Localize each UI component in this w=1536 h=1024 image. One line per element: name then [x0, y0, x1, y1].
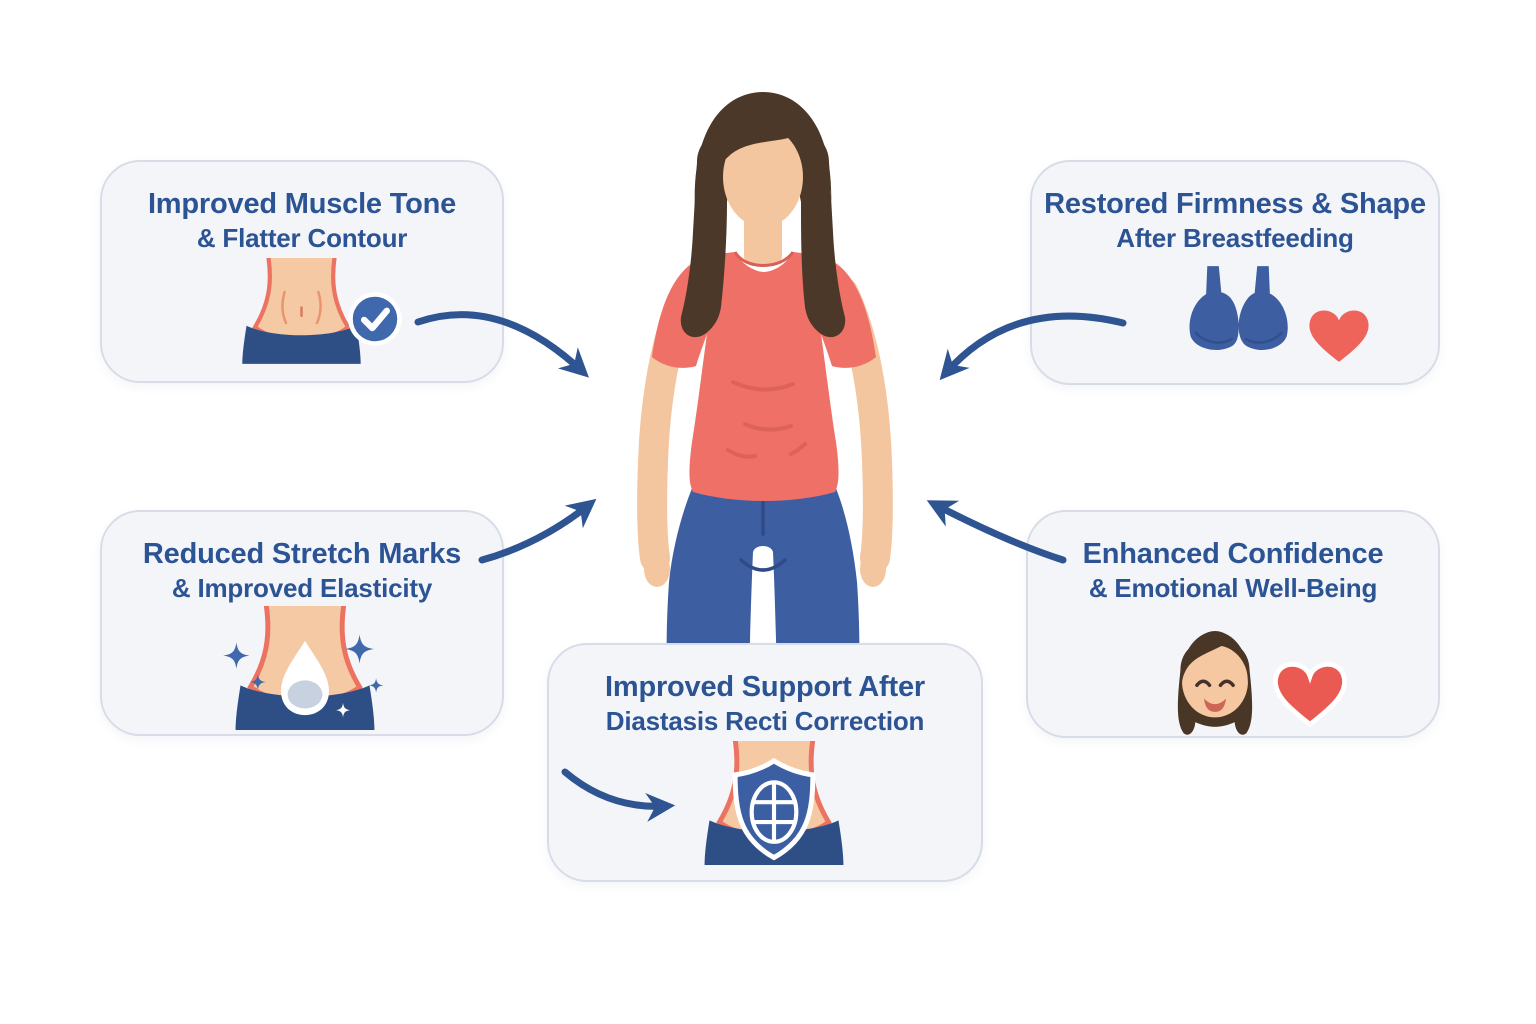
card-title-line2: After Breastfeeding	[1116, 223, 1354, 254]
card-title: Reduced Stretch Marks & Improved Elastic…	[102, 536, 502, 606]
heart-icon	[1306, 304, 1372, 371]
card-title-line1: Improved Support After	[605, 671, 925, 703]
card-title-line2: & Improved Elasticity	[171, 573, 433, 604]
card-title-line1: Restored Firmness & Shape	[1044, 188, 1426, 220]
abdomen-icon	[224, 250, 379, 369]
smiling-woman-icon	[1160, 612, 1270, 743]
bra-icon	[1174, 262, 1302, 370]
card-title-line1: Enhanced Confidence	[1082, 538, 1384, 570]
card-reduced-stretch-marks: Reduced Stretch Marks & Improved Elastic…	[100, 510, 504, 736]
card-title: Improved Muscle Tone & Flatter Contour	[102, 186, 502, 256]
card-title-line2: & Flatter Contour	[196, 223, 408, 254]
card-improved-support: Improved Support After Diastasis Recti C…	[547, 643, 983, 882]
card-title: Improved Support After Diastasis Recti C…	[549, 669, 981, 739]
card-title-line1: Reduced Stretch Marks	[142, 538, 462, 570]
card-title-line1: Improved Muscle Tone	[147, 188, 457, 220]
card-improved-muscle-tone: Improved Muscle Tone & Flatter Contour	[100, 160, 504, 383]
card-restored-firmness: Restored Firmness & Shape After Breastfe…	[1030, 160, 1440, 385]
heart-icon	[1266, 652, 1354, 739]
abdomen-shield-icon	[683, 731, 865, 870]
abdomen-droplet-sparkles-icon	[214, 596, 396, 735]
card-title: Restored Firmness & Shape After Breastfe…	[1032, 186, 1438, 256]
card-title-line2: Diastasis Recti Correction	[605, 706, 925, 737]
checkmark-icon	[346, 290, 404, 353]
card-title-line2: & Emotional Well-Being	[1088, 573, 1378, 604]
card-title: Enhanced Confidence & Emotional Well-Bei…	[1028, 536, 1438, 606]
card-enhanced-confidence: Enhanced Confidence & Emotional Well-Bei…	[1026, 510, 1440, 738]
